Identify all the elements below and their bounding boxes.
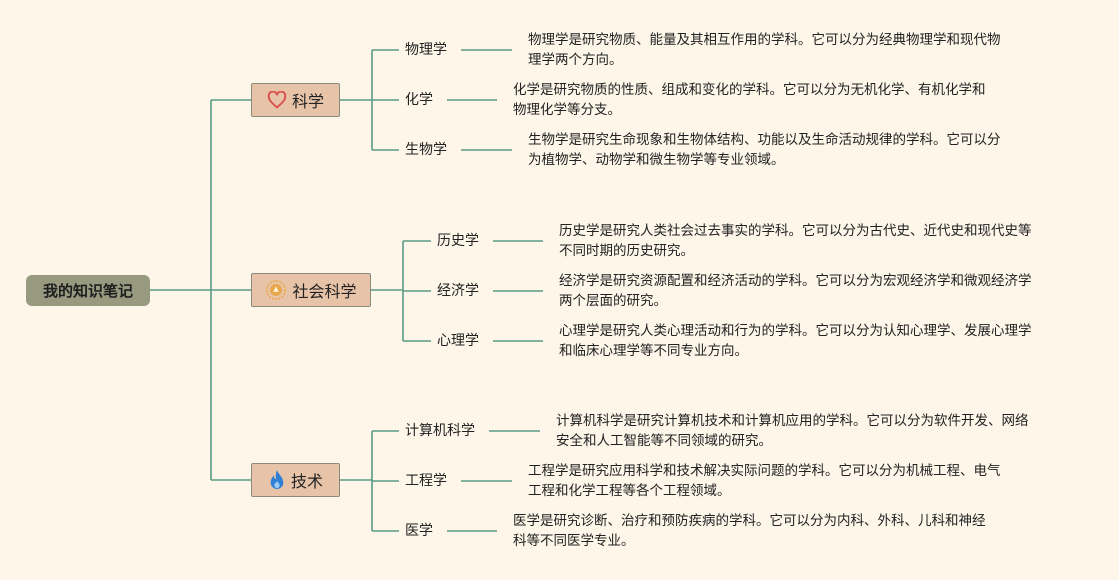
- description-line: 理学两个方向。: [528, 52, 623, 68]
- description-line: 为植物学、动物学和微生物学等专业领域。: [528, 152, 785, 168]
- description-line: 心理学是研究人类心理活动和行为的学科。它可以分为认知心理学、发展心理学: [559, 323, 1032, 339]
- description-line: 物理学是研究物质、能量及其相互作用的学科。它可以分为经典物理学和现代物: [528, 32, 1001, 48]
- description-line: 科等不同医学专业。: [513, 533, 635, 549]
- flame-icon: [268, 469, 286, 491]
- description-note: 心理学是研究人类心理活动和行为的学科。它可以分为认知心理学、发展心理学和临床心理…: [559, 321, 1032, 361]
- category-label: 技术: [290, 472, 323, 491]
- subtopic-node[interactable]: 化学: [405, 92, 433, 108]
- description-note: 化学是研究物质的性质、组成和变化的学科。它可以分为无机化学、有机化学和物理化学等…: [513, 80, 986, 120]
- description-line: 物理化学等分支。: [513, 102, 621, 118]
- root-node-label: 我的知识笔记: [42, 282, 133, 300]
- description-line: 工程学是研究应用科学和技术解决实际问题的学科。它可以分为机械工程、电气: [528, 463, 1001, 479]
- root-node[interactable]: 我的知识笔记: [26, 275, 150, 306]
- description-line: 生物学是研究生命现象和生物体结构、功能以及生命活动规律的学科。它可以分: [528, 132, 1001, 148]
- description-note: 经济学是研究资源配置和经济活动的学科。它可以分为宏观经济学和微观经济学两个层面的…: [559, 271, 1032, 311]
- description-note: 物理学是研究物质、能量及其相互作用的学科。它可以分为经典物理学和现代物理学两个方…: [528, 30, 1001, 70]
- description-note: 生物学是研究生命现象和生物体结构、功能以及生命活动规律的学科。它可以分为植物学、…: [528, 130, 1001, 170]
- subtopic-node[interactable]: 经济学: [437, 283, 479, 299]
- description-line: 化学是研究物质的性质、组成和变化的学科。它可以分为无机化学、有机化学和: [513, 82, 986, 98]
- description-line: 医学是研究诊断、治疗和预防疾病的学科。它可以分为内科、外科、儿科和神经: [513, 513, 986, 529]
- heart-icon: [267, 91, 287, 109]
- subtopic-node[interactable]: 工程学: [405, 473, 447, 489]
- sun-badge-icon: [265, 279, 287, 301]
- description-note: 历史学是研究人类社会过去事实的学科。它可以分为古代史、近代史和现代史等不同时期的…: [559, 221, 1032, 261]
- description-line: 安全和人工智能等不同领域的研究。: [556, 433, 772, 449]
- description-note: 计算机科学是研究计算机技术和计算机应用的学科。它可以分为软件开发、网络安全和人工…: [556, 411, 1029, 451]
- description-line: 工程和化学工程等各个工程领域。: [528, 483, 731, 499]
- description-line: 历史学是研究人类社会过去事实的学科。它可以分为古代史、近代史和现代史等: [559, 223, 1032, 239]
- description-line: 计算机科学是研究计算机技术和计算机应用的学科。它可以分为软件开发、网络: [556, 413, 1029, 429]
- subtopic-node[interactable]: 历史学: [437, 233, 479, 249]
- description-line: 不同时期的历史研究。: [559, 243, 694, 259]
- description-line: 两个层面的研究。: [559, 293, 667, 309]
- subtopic-node[interactable]: 物理学: [405, 42, 447, 58]
- description-note: 医学是研究诊断、治疗和预防疾病的学科。它可以分为内科、外科、儿科和神经科等不同医…: [513, 511, 986, 551]
- description-line: 经济学是研究资源配置和经济活动的学科。它可以分为宏观经济学和微观经济学: [559, 273, 1032, 289]
- category-node[interactable]: 科学: [251, 83, 340, 117]
- subtopic-node[interactable]: 心理学: [437, 333, 479, 349]
- description-line: 和临床心理学等不同专业方向。: [559, 343, 748, 359]
- subtopic-node[interactable]: 计算机科学: [405, 423, 475, 439]
- description-note: 工程学是研究应用科学和技术解决实际问题的学科。它可以分为机械工程、电气工程和化学…: [528, 461, 1001, 501]
- subtopic-node[interactable]: 医学: [405, 523, 433, 539]
- category-label: 社会科学: [292, 282, 357, 301]
- category-node[interactable]: 社会科学: [251, 273, 371, 307]
- category-label: 科学: [291, 92, 324, 111]
- subtopic-node[interactable]: 生物学: [405, 142, 447, 158]
- category-node[interactable]: 技术: [251, 463, 340, 497]
